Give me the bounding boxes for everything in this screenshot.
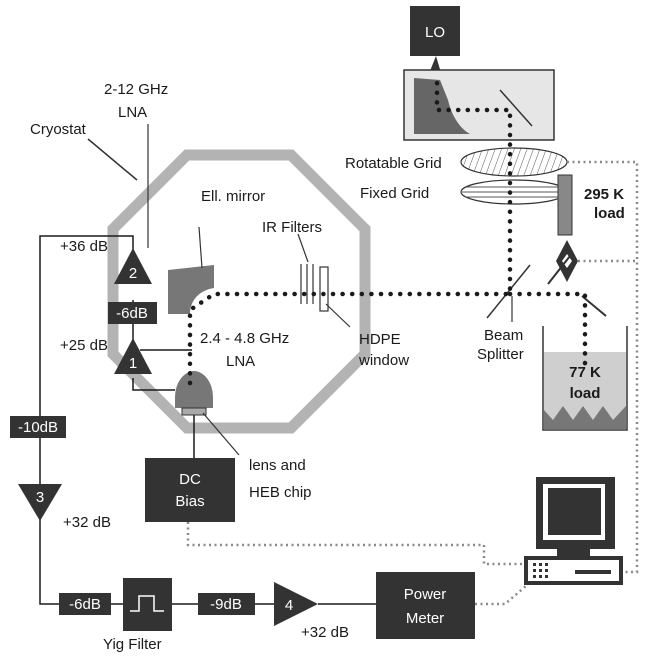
bandpass-icon xyxy=(130,595,164,612)
cryostat-pointer xyxy=(87,138,138,181)
power-meter-label-2: Meter xyxy=(406,610,444,627)
amplifier-3-gain: +32 dB xyxy=(63,514,111,531)
elliptical-mirror xyxy=(168,265,214,314)
load-295k xyxy=(557,174,573,236)
beam-splitter-label-2: Splitter xyxy=(477,346,524,363)
hdpe-label-1: HDPE xyxy=(359,331,401,348)
load-295k-label-1: 295 K xyxy=(584,186,624,203)
lna-2-4-label-2: LNA xyxy=(226,353,255,370)
lens-pointer xyxy=(202,412,240,456)
ell-mirror-label: Ell. mirror xyxy=(201,188,265,205)
rotatable-grid-icon xyxy=(460,147,568,177)
heb-chip xyxy=(181,407,207,416)
fixed-grid-label: Fixed Grid xyxy=(360,185,429,202)
amplifier-3-num: 3 xyxy=(36,489,44,506)
lens-label-1: lens and xyxy=(249,457,306,474)
lo-beam-mirror xyxy=(499,89,533,127)
load-77k-container xyxy=(542,326,628,431)
beam-path-main xyxy=(187,73,513,386)
load-295k-label-2: load xyxy=(594,205,625,222)
lo-label: LO xyxy=(425,24,445,41)
attenuator-6db-a-label: -6dB xyxy=(116,305,148,322)
power-meter-box[interactable] xyxy=(376,572,475,639)
rotatable-grid-label: Rotatable Grid xyxy=(345,155,442,172)
dc-bias-label-1: DC xyxy=(179,471,201,488)
attenuator-6db-b-label: -6dB xyxy=(69,596,101,613)
amplifier-2-icon[interactable] xyxy=(114,248,152,284)
amplifier-2-num: 2 xyxy=(129,265,137,282)
amplifier-1-gain: +25 dB xyxy=(60,337,108,354)
rotating-mirror-plate xyxy=(581,295,607,317)
hdpe-window xyxy=(319,266,329,312)
power-meter-label-1: Power xyxy=(404,586,447,603)
amplifier-3-icon[interactable] xyxy=(18,484,62,521)
computer-icon[interactable] xyxy=(524,477,623,585)
amplifier-1-num: 1 xyxy=(129,355,137,372)
load-77k-absorber xyxy=(544,406,626,429)
yig-filter-box[interactable] xyxy=(123,578,172,631)
amplifier-4-num: 4 xyxy=(285,597,293,614)
dc-bias-control-line xyxy=(186,522,524,566)
beam-splitter-label-1: Beam xyxy=(484,327,523,344)
hdpe-label-2: window xyxy=(358,352,409,369)
rotating-mirror-bar xyxy=(547,255,571,285)
amplifier-4-icon[interactable] xyxy=(274,582,318,626)
if-wire-top xyxy=(39,235,134,605)
cryostat-wall xyxy=(107,149,371,434)
lna-2-4-label-1: 2.4 - 4.8 GHz xyxy=(200,330,289,347)
lo-source xyxy=(410,6,460,56)
lens-label-2: HEB chip xyxy=(249,484,312,501)
lna-2-12-label-2: LNA xyxy=(118,104,147,121)
attenuator-9db[interactable] xyxy=(198,593,255,615)
load-77k-label-1: 77 K xyxy=(569,364,601,381)
attenuator-6db-a[interactable] xyxy=(108,302,157,324)
amplifier-1-icon[interactable] xyxy=(114,338,152,374)
attenuator-10db[interactable] xyxy=(10,416,66,438)
beam-splitter xyxy=(486,264,531,319)
load-77k-label-2: load xyxy=(570,385,601,402)
amplifier-4-gain: +32 dB xyxy=(301,624,349,641)
yig-filter-label: Yig Filter xyxy=(103,636,162,653)
lo-mirror xyxy=(414,78,470,134)
lna-2-12-label-1: 2-12 GHz xyxy=(104,81,168,98)
dc-bias-label-2: Bias xyxy=(175,493,204,510)
hdpe-pointer xyxy=(325,303,351,328)
dc-bias-box[interactable] xyxy=(145,458,235,522)
grid-control-line xyxy=(567,160,639,574)
attenuator-6db-b[interactable] xyxy=(59,593,111,615)
attenuator-9db-label: -9dB xyxy=(210,596,242,613)
if-wire-lens-amp1 xyxy=(132,378,175,391)
ir-filters-label: IR Filters xyxy=(262,219,322,236)
amplifier-2-gain: +36 dB xyxy=(60,238,108,255)
cryostat-label: Cryostat xyxy=(30,121,87,138)
ell-mirror-pointer xyxy=(198,226,203,269)
ir-filter-pointer xyxy=(297,233,309,263)
lens-icon xyxy=(175,371,213,408)
beam-path-load xyxy=(507,291,588,373)
attenuator-10db-label: -10dB xyxy=(18,419,58,436)
